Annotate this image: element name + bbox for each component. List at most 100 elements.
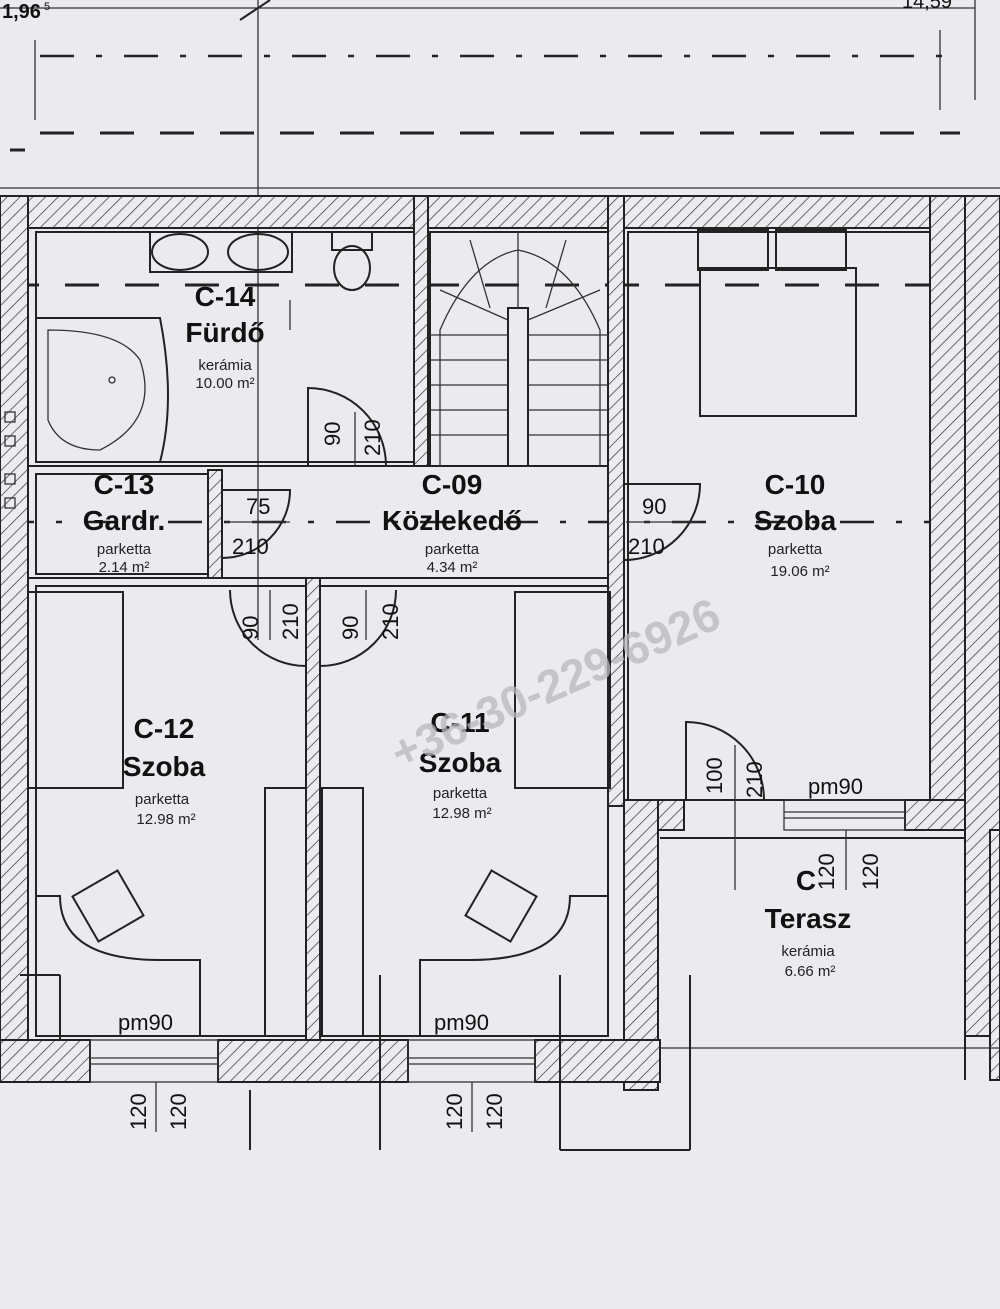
room-name: Terasz <box>765 903 852 934</box>
doors <box>221 386 765 801</box>
room-floor: parketta <box>135 791 190 808</box>
room-name: Közlekedő <box>382 505 522 536</box>
room-c10-label: C-10 Szoba parketta 19.06 m² <box>754 469 837 580</box>
double-bed <box>699 267 857 417</box>
room-code: C-14 <box>195 281 256 312</box>
window-c10-label: pm90 <box>808 774 863 799</box>
room-name: Fürdő <box>185 317 264 348</box>
room-code: C-11 <box>430 707 489 738</box>
room-floor: kerámia <box>198 357 252 374</box>
wall-stairs-c10 <box>607 195 625 807</box>
dim-right: 14,59 <box>902 0 952 13</box>
door-c10[interactable] <box>623 483 702 561</box>
wall-bottom-left <box>0 1039 91 1083</box>
wall-top <box>0 195 1000 229</box>
room-code: C <box>796 865 816 896</box>
walls <box>0 195 1000 1091</box>
wall-terrace-right <box>989 829 1000 1081</box>
room-code: C-09 <box>422 469 483 500</box>
door-terrace-height: 210 <box>742 761 767 798</box>
room-terasz-label: C Terasz kerámia 6.66 m² <box>765 865 852 980</box>
wall-right-c10 <box>929 195 966 822</box>
desk-c11 <box>419 895 608 1036</box>
door-c11-width: 90 <box>338 616 363 640</box>
room-floor: parketta <box>768 541 823 558</box>
door-gardrobe[interactable] <box>221 489 292 559</box>
chair-c12 <box>71 869 145 943</box>
roof-lines <box>0 0 1000 524</box>
door-terrace[interactable] <box>685 720 765 801</box>
window-c11-dim-a: 120 <box>442 1093 467 1130</box>
furniture <box>27 229 857 1037</box>
window-c12 <box>89 1039 219 1083</box>
room-area: 2.14 m² <box>99 559 150 576</box>
door-terrace-width: 100 <box>702 757 727 794</box>
bed-c11 <box>514 591 611 789</box>
room-code: C-10 <box>765 469 826 500</box>
room-area: 12.98 m² <box>432 805 491 822</box>
door-c10-width: 90 <box>642 494 666 519</box>
washbasin-left <box>151 233 209 271</box>
dim-left-sup: 5 <box>44 1 50 13</box>
wall-c12-c11 <box>305 577 321 1041</box>
top-dimension-line: 1,96 5 14,59 <box>0 0 975 640</box>
window-c11-dim-b: 120 <box>482 1093 507 1130</box>
room-c09-label: C-09 Közlekedő parketta 4.34 m² <box>382 469 522 576</box>
door-dimensions: 90 210 75 210 90 210 90 210 90 210 100 2… <box>226 412 767 890</box>
wall-c13-right <box>207 469 223 579</box>
room-c13-label: C-13 Gardr. parketta 2.14 m² <box>83 469 165 576</box>
room-c11-label: C-11 Szoba parketta 12.98 m² <box>419 707 502 822</box>
dim-left: 1,96 <box>2 1 41 23</box>
room-floor: parketta <box>97 541 152 558</box>
wall-left <box>0 195 29 1077</box>
room-area: 12.98 m² <box>136 811 195 828</box>
wall-c10-bottom-r <box>904 799 966 831</box>
staircase <box>430 232 608 467</box>
room-floor: parketta <box>433 785 488 802</box>
room-name: Szoba <box>419 747 502 778</box>
room-area: 10.00 m² <box>195 375 254 392</box>
window-c12-label: pm90 <box>118 1010 173 1035</box>
room-area: 4.34 m² <box>427 559 478 576</box>
room-c14-label: C-14 Fürdő kerámia 10.00 m² <box>185 281 264 392</box>
wall-bath-stairs <box>413 195 429 467</box>
bathroom-fixtures <box>35 231 373 463</box>
door-c10-height: 210 <box>628 534 665 559</box>
window-c10 <box>783 799 906 831</box>
window-dimensions: pm90 pm90 pm90 120 120 120 120 120 120 <box>118 774 883 1132</box>
door-c11-height: 210 <box>378 603 403 640</box>
windows <box>20 799 966 1151</box>
chair-c11 <box>464 869 538 943</box>
window-c12-dim-b: 120 <box>166 1093 191 1130</box>
door-bath[interactable] <box>307 386 387 467</box>
window-c11-label: pm90 <box>434 1010 489 1035</box>
wardrobe-c11 <box>321 787 364 1037</box>
room-floor: parketta <box>425 541 480 558</box>
toilet-bowl <box>333 245 371 291</box>
room-area: 19.06 m² <box>770 563 829 580</box>
room-name: Szoba <box>123 751 206 782</box>
room-code: C-12 <box>134 713 195 744</box>
door-gardrobe-height: 210 <box>232 534 269 559</box>
wall-bottom-right <box>534 1039 661 1083</box>
room-name: Szoba <box>754 505 837 536</box>
bed-c12 <box>27 591 124 789</box>
room-c12-label: C-12 Szoba parketta 12.98 m² <box>123 713 206 828</box>
window-terrace-dim-b: 120 <box>858 853 883 890</box>
door-bath-height: 210 <box>360 419 385 456</box>
desk-c12 <box>36 895 201 1036</box>
window-c12-dim-a: 120 <box>126 1093 151 1130</box>
door-c11[interactable] <box>319 589 397 668</box>
door-c12-height: 210 <box>278 603 303 640</box>
door-c12-width: 90 <box>238 616 263 640</box>
room-area: 6.66 m² <box>785 963 836 980</box>
room-name: Gardr. <box>83 505 165 536</box>
room-floor: kerámia <box>781 943 835 960</box>
room-code: C-13 <box>94 469 155 500</box>
washbasin-right <box>227 233 289 271</box>
wardrobe-c12 <box>264 787 307 1037</box>
door-c12[interactable] <box>229 589 307 668</box>
door-bath-width: 90 <box>320 422 345 446</box>
door-gardrobe-width: 75 <box>246 494 270 519</box>
